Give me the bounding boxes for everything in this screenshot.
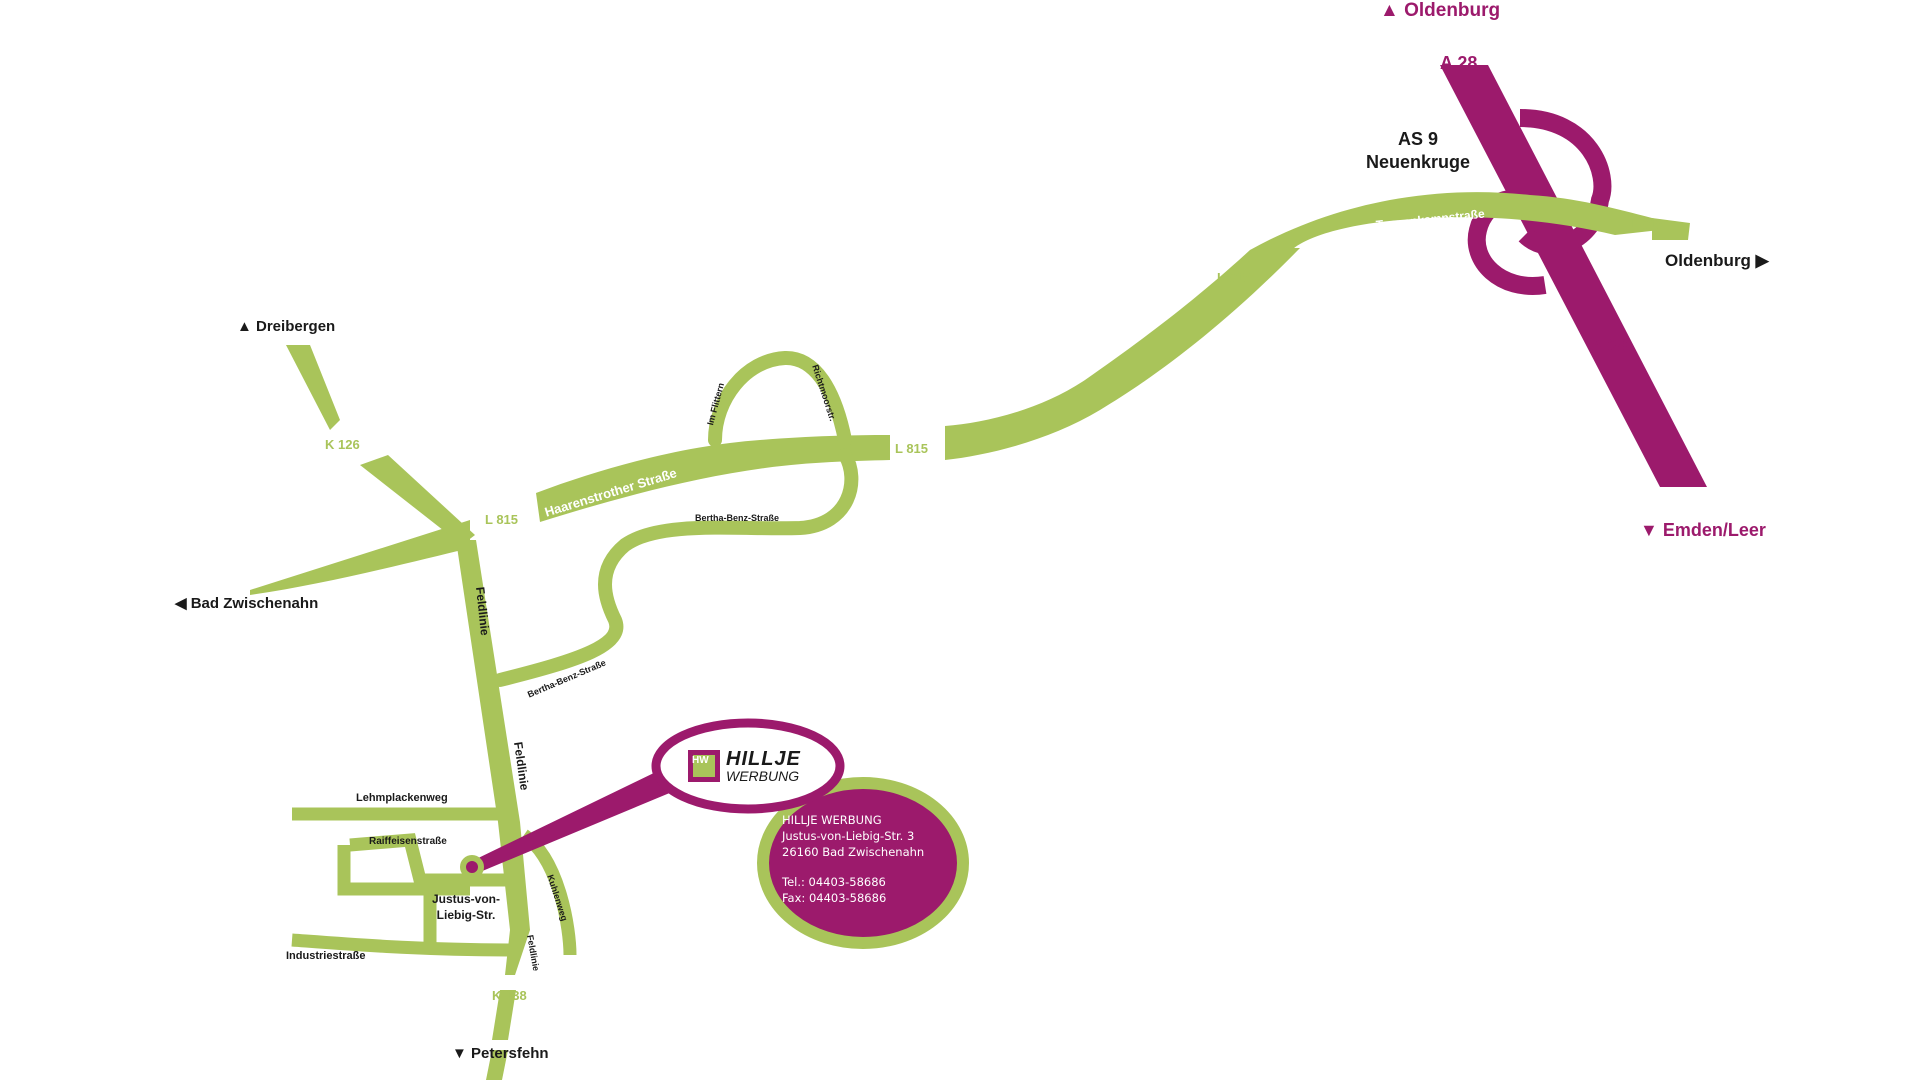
road-l815-east-stub <box>1652 218 1690 240</box>
label-l815-mid: L 815 <box>1217 270 1251 285</box>
street-raiffeisenstrasse: Raiffeisenstraße <box>369 836 447 847</box>
logo-text-hillje: HILLJE <box>726 748 801 770</box>
street-justus-line2: Liebig-Str. <box>436 908 496 922</box>
street-bertha-benz-north: Bertha-Benz-Straße <box>695 513 780 523</box>
address-bubble <box>757 777 969 949</box>
road-k138-1 <box>492 990 516 1040</box>
road-haarenstrother-strasse <box>536 435 890 522</box>
company-name: HILLJE WERBUNG <box>782 813 882 827</box>
label-k126: K 126 <box>325 437 360 452</box>
company-tel: Tel.: 04403-58686 <box>782 875 886 889</box>
label-l815-west: L 815 <box>485 512 519 527</box>
street-industriestrasse: Industriestraße <box>286 950 366 962</box>
junction-number: AS 9 <box>1397 129 1439 149</box>
street-lehmplackenweg: Lehmplackenweg <box>356 792 448 804</box>
company-callout <box>460 718 969 949</box>
direction-dreibergen: ▲ Dreibergen <box>237 318 336 335</box>
interchange-loop-ne <box>1518 109 1612 255</box>
company-city: 26160 Bad Zwischenahn <box>782 845 925 859</box>
direction-emden-leer: ▼ Emden/Leer <box>1640 520 1766 540</box>
label-l815-center: L 815 <box>895 441 929 456</box>
road-loop <box>493 351 859 687</box>
logo-mark-inner <box>693 755 715 777</box>
road-k138-2 <box>486 1050 508 1080</box>
road-l815-west <box>250 520 470 595</box>
street-justus-von-liebig: Justus-von- Liebig-Str. <box>432 891 500 923</box>
label-k138: K 138 <box>492 988 527 1003</box>
label-a28-north: A 28 <box>1440 53 1478 73</box>
company-street: Justus-von-Liebig-Str. 3 <box>782 829 915 843</box>
road-im-flittern-richtmoorstr <box>708 351 852 447</box>
logo-mark-text: HW <box>692 755 709 766</box>
local-streets <box>291 807 577 957</box>
logo-bubble <box>651 718 845 814</box>
street-justus-line1: Justus-von- <box>432 892 501 906</box>
location-marker <box>460 855 484 879</box>
logo-text-werbung: WERBUNG <box>726 768 800 784</box>
direction-petersfehn: ▼ Petersfehn <box>452 1045 549 1062</box>
road-k126-north <box>286 345 340 430</box>
road-k126-south <box>360 455 475 545</box>
green-roads <box>250 192 1690 1080</box>
label-l815-east: L 815 <box>1630 217 1664 232</box>
company-fax: Fax: 04403-58686 <box>782 891 887 905</box>
road-l815-curve <box>945 248 1300 460</box>
road-bertha-benz-strasse <box>493 448 859 687</box>
road-raiffeisenstrasse <box>349 833 508 887</box>
junction-name: Neuenkruge <box>1365 152 1471 172</box>
callout-pointer <box>470 770 672 872</box>
a28-carriageway <box>1440 65 1707 487</box>
road-tannenkampstrasse <box>1250 192 1660 252</box>
road-industriestrasse <box>291 933 521 957</box>
company-address: HILLJE WERBUNG Justus-von-Liebig-Str. 3 … <box>782 812 982 906</box>
direction-oldenburg-east: Oldenburg ▶ <box>1665 251 1769 270</box>
direction-oldenburg-north: ▲ Oldenburg <box>1380 0 1501 21</box>
direction-bad-zwischenahn: ◀ Bad Zwischenahn <box>175 595 319 612</box>
label-a28-south: A 28 <box>1590 336 1628 356</box>
junction-label: AS 9 Neuenkruge <box>1348 128 1488 174</box>
road-feldlinie <box>456 540 530 975</box>
